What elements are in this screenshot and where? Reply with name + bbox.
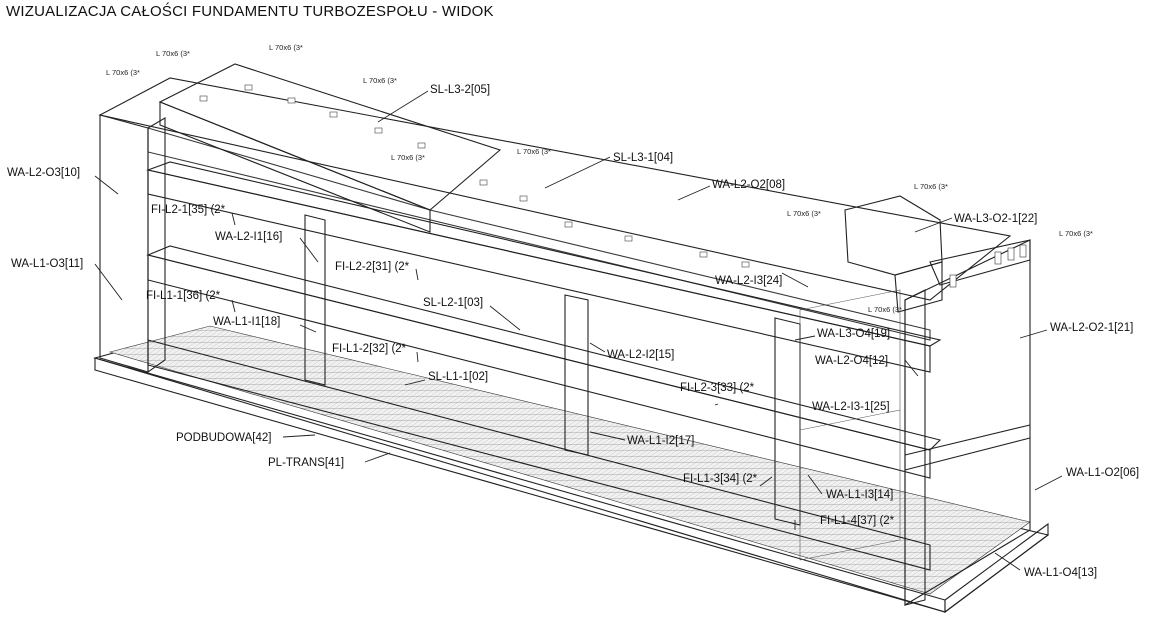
label-angle: L 70x6 (3* (787, 209, 821, 218)
leader-lines (94, 90, 1063, 571)
label-fi-l1-1: FI-L1-1[36] (2* (146, 290, 221, 302)
label-wa-l2-o4: WA-L2-O4[12] (815, 355, 888, 367)
label-sl-l1-1: SL-L1-1[02] (428, 371, 488, 383)
label-angle: L 70x6 (3* (156, 49, 190, 58)
long-walls (146, 127, 942, 571)
label-angle: L 70x6 (3* (269, 43, 303, 52)
label-wa-l1-i2: WA-L1-I2[17] (627, 435, 694, 447)
label-wa-l2-i1: WA-L2-I1[16] (215, 231, 282, 243)
label-angle: L 70x6 (3* (914, 182, 948, 191)
right-end-block (799, 239, 1031, 606)
label-angle: L 70x6 (3* (868, 305, 902, 314)
label-fi-l2-2: FI-L2-2[31] (2* (335, 261, 410, 273)
angle-profile-labels: L 70x6 (3* L 70x6 (3* L 70x6 (3* L 70x6 … (106, 43, 1093, 314)
label-wa-l2-o2-1: WA-L2-O2-1[21] (1050, 322, 1133, 334)
label-wa-l2-i2: WA-L2-I2[15] (607, 349, 674, 361)
label-fi-l1-4: FI-L1-4[37] (2* (820, 515, 895, 527)
label-wa-l1-o3: WA-L1-O3[11] (11, 258, 83, 270)
label-fi-l2-1: FI-L2-1[35] (2* (151, 204, 226, 216)
label-wa-l2-o2: WA-L2-O2[08] (712, 179, 785, 191)
label-angle: L 70x6 (3* (1059, 229, 1093, 238)
label-angle: L 70x6 (3* (106, 68, 140, 77)
label-sl-l2-1: SL-L2-1[03] (423, 297, 483, 309)
label-wa-l1-o4: WA-L1-O4[13] (1024, 567, 1097, 579)
label-wa-l2-o3: WA-L2-O3[10] (7, 167, 80, 179)
drawing-title: WIZUALIZACJA CAŁOŚCI FUNDAMENTU TURBOZES… (6, 3, 494, 20)
label-wa-l3-o4: WA-L3-O4[19] (817, 328, 890, 340)
label-sl-l3-2: SL-L3-2[05] (430, 84, 490, 96)
label-wa-l2-i3-1: WA-L2-I3-1[25] (812, 401, 890, 413)
component-labels: WA-L2-O3[10] WA-L1-O3[11] FI-L2-1[35] (2… (7, 84, 1139, 579)
label-fi-l2-3: FI-L2-3[33] (2* (680, 382, 755, 394)
label-pl-trans: PL-TRANS[41] (268, 457, 344, 469)
label-wa-l3-o2-1: WA-L3-O2-1[22] (954, 213, 1037, 225)
label-wa-l1-i3: WA-L1-I3[14] (826, 489, 893, 501)
left-end-wall (99, 114, 166, 374)
label-angle: L 70x6 (3* (391, 153, 425, 162)
label-angle: L 70x6 (3* (363, 76, 397, 85)
top-deck (98, 63, 1012, 313)
label-fi-l1-2: FI-L1-2[32] (2* (332, 343, 407, 355)
label-angle: L 70x6 (3* (517, 147, 551, 156)
label-wa-l2-i3: WA-L2-I3[24] (715, 275, 782, 287)
label-podbudowa: PODBUDOWA[42] (176, 432, 271, 444)
label-wa-l1-o2: WA-L1-O2[06] (1066, 467, 1139, 479)
label-fi-l1-3: FI-L1-3[34] (2* (683, 473, 758, 485)
label-sl-l3-1: SL-L3-1[04] (613, 152, 673, 164)
label-wa-l1-i1: WA-L1-I1[18] (213, 316, 280, 328)
